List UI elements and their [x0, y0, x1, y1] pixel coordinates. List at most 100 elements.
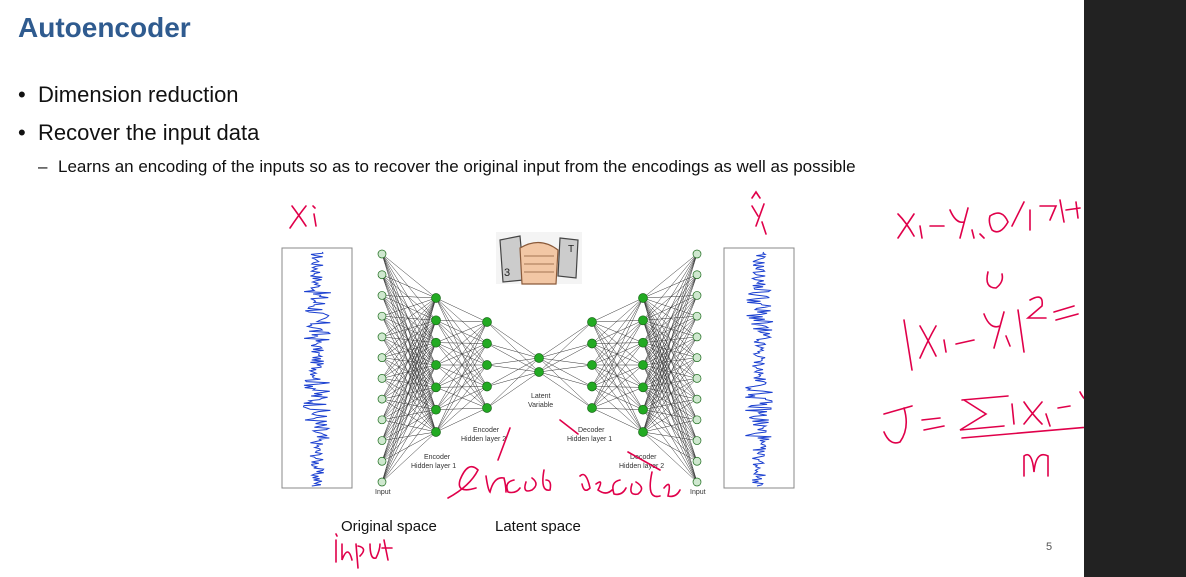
label-input-left: Input: [375, 489, 391, 496]
network-edge: [642, 274, 698, 299]
network-edge: [642, 342, 698, 441]
network-node: [692, 270, 702, 280]
network-edge: [486, 364, 540, 373]
network-node: [377, 436, 387, 445]
network-node: [638, 315, 648, 326]
network-edge: [381, 297, 437, 379]
network-edge: [381, 409, 437, 421]
network-edge: [642, 274, 698, 388]
network-edge: [435, 321, 488, 388]
network-node: [377, 270, 387, 280]
bullet-text: Dimension reduction: [38, 82, 239, 107]
network-edge: [642, 419, 698, 433]
network-node: [431, 382, 441, 393]
network-edge: [591, 343, 644, 410]
network-edge: [591, 321, 644, 410]
slide: Autoencoder •Dimension reduction •Recove…: [18, 12, 1084, 569]
network-edge: [381, 295, 437, 343]
network-edge: [642, 336, 698, 433]
network-edge: [381, 320, 437, 379]
network-edge: [642, 320, 698, 379]
network-node: [587, 381, 597, 392]
network-edge: [381, 378, 437, 410]
network-edge: [642, 387, 698, 462]
network-edge: [381, 297, 437, 420]
network-node: [587, 360, 597, 370]
network-node: [692, 477, 702, 487]
ink-decoder: [579, 471, 681, 498]
network-edge: [486, 357, 540, 366]
network-node: [482, 403, 492, 413]
network-node: [377, 249, 387, 259]
network-edge: [435, 320, 488, 409]
network-edge: [381, 253, 437, 321]
network-edge: [381, 357, 437, 433]
network-edge: [381, 320, 437, 400]
network-edge: [381, 342, 437, 420]
network-edge: [435, 297, 488, 366]
figure-svg: Input Input Encoder Hidden layer 1 Encod…: [281, 190, 1084, 569]
network-edge: [381, 297, 437, 400]
network-edge: [486, 321, 540, 359]
network-edge: [642, 315, 698, 366]
network-edge: [381, 336, 437, 366]
network-edge: [381, 409, 437, 483]
network-edge: [538, 357, 593, 409]
network-edge: [642, 409, 698, 421]
network-edge: [381, 274, 437, 388]
network-edge: [486, 357, 540, 387]
network-edge: [381, 336, 437, 343]
network-edge: [381, 315, 437, 343]
network-node: [638, 293, 648, 303]
network-edge: [381, 387, 437, 441]
sub-bullet-text: Learns an encoding of the inputs so as t…: [58, 157, 856, 176]
network-edge: [435, 320, 488, 366]
network-node: [431, 404, 441, 415]
network-edge: [642, 409, 698, 483]
network-edge: [381, 336, 437, 433]
network-edge: [381, 297, 437, 483]
network-node: [377, 353, 387, 362]
network-edge: [381, 253, 437, 433]
network-edge: [435, 320, 488, 387]
network-node: [431, 360, 441, 370]
ink-arrow-down: [986, 271, 1004, 289]
network-edge: [642, 336, 698, 366]
network-edge: [381, 419, 437, 433]
network-node: [534, 353, 544, 363]
network-edge: [642, 364, 698, 483]
network-edge: [381, 316, 437, 433]
network-edge: [591, 321, 644, 343]
network-edge: [486, 371, 540, 387]
network-edge: [435, 297, 488, 344]
network-edge: [435, 364, 488, 409]
network-edge: [381, 297, 437, 338]
network-edge: [381, 297, 437, 317]
network-edge: [538, 371, 593, 387]
network-node: [692, 374, 702, 383]
ink-formula-3: [883, 391, 1084, 444]
svg-text:T: T: [568, 244, 574, 255]
network-node: [638, 404, 648, 415]
network-edge: [591, 387, 644, 409]
network-edge: [486, 343, 540, 373]
ink-formula-2: [903, 296, 1079, 371]
network-edge: [435, 386, 488, 388]
ink-xi: [289, 205, 317, 229]
network-edge: [381, 320, 437, 441]
network-edge: [642, 320, 698, 483]
network-node: [431, 293, 441, 303]
network-edge: [435, 342, 488, 409]
ink-decoder-arrow: [559, 419, 661, 471]
network-node: [692, 291, 702, 300]
network-node: [638, 360, 648, 370]
network-edge: [381, 364, 437, 420]
network-edge: [381, 387, 437, 421]
network-edge: [642, 431, 698, 462]
network-edge: [642, 342, 698, 379]
network-node: [692, 456, 702, 466]
network-node: [692, 249, 702, 259]
ink-formula-1: [897, 199, 1081, 239]
network-edge: [435, 386, 488, 410]
network-node: [692, 394, 702, 404]
